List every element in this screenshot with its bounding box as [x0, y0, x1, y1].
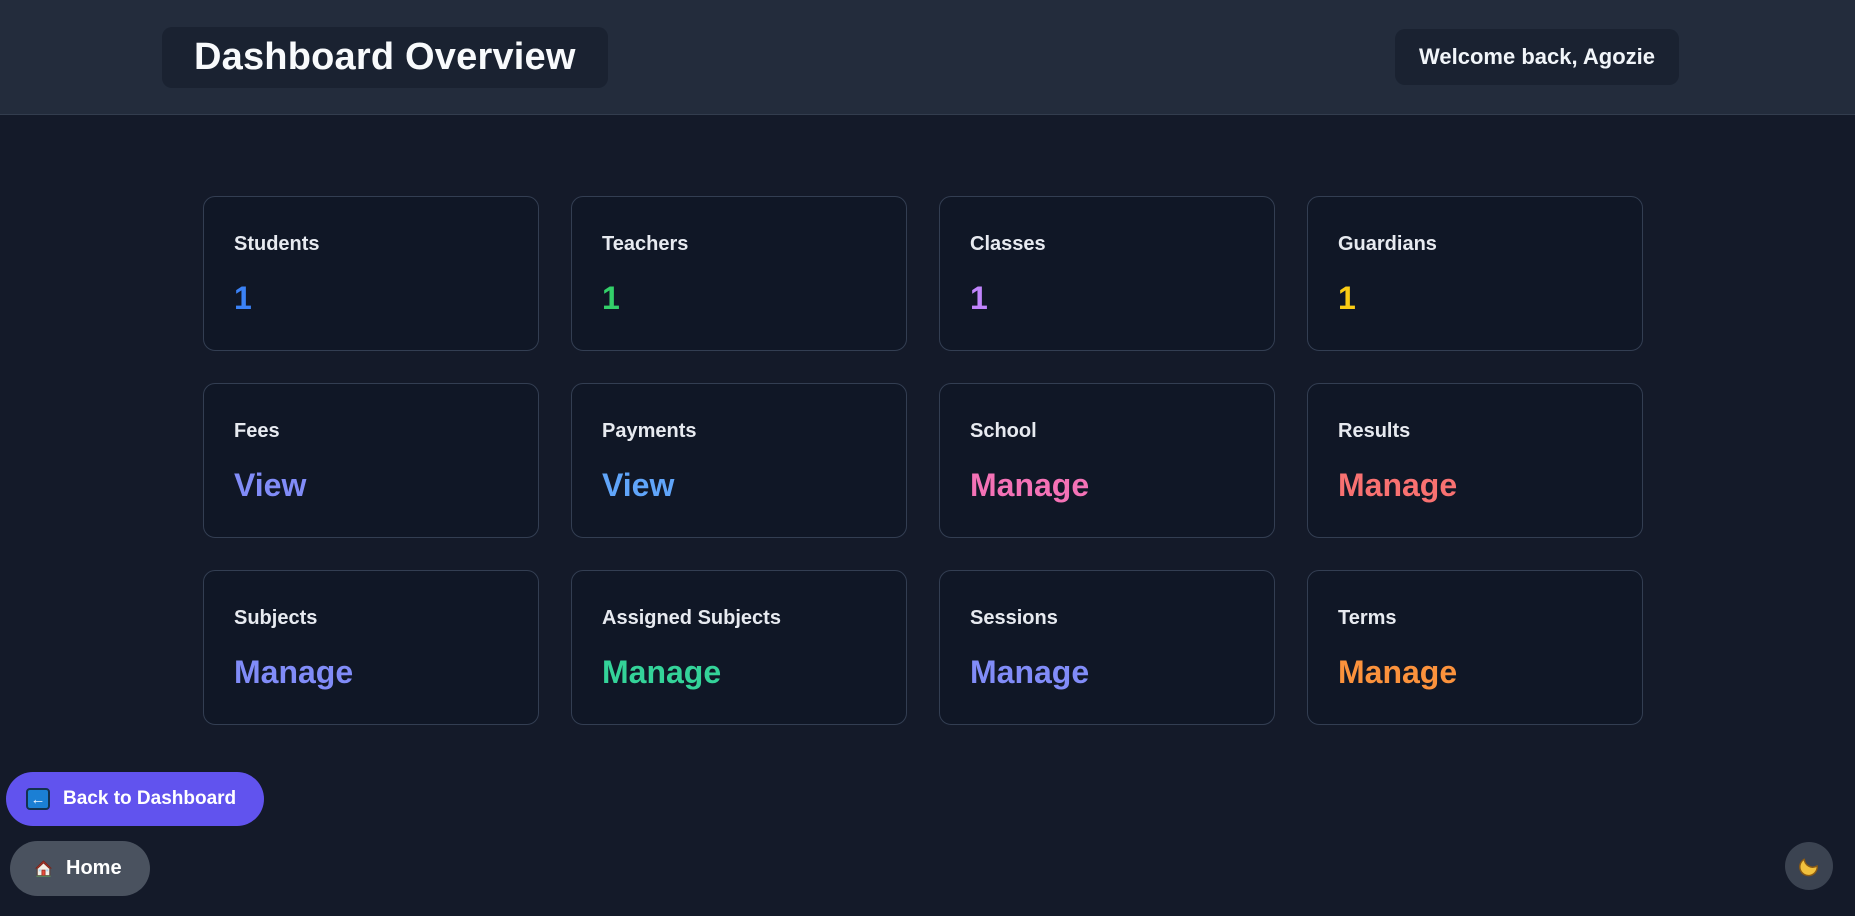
left-arrow-icon: ←: [26, 788, 50, 810]
card-label-classes: Classes: [970, 233, 1046, 255]
card-value-students: 1: [234, 280, 252, 316]
house-icon: [34, 859, 53, 878]
card-label-subjects: Subjects: [234, 607, 318, 629]
card-label-assigned-subjects: Assigned Subjects: [602, 607, 781, 629]
card-label-terms: Terms: [1338, 607, 1397, 629]
page-title: Dashboard Overview: [194, 35, 576, 78]
welcome-banner: Welcome back, Agozie: [1395, 29, 1679, 85]
moon-icon: [1798, 855, 1820, 877]
header: Dashboard Overview Welcome back, Agozie: [0, 0, 1855, 115]
card-value-fees[interactable]: View: [234, 467, 307, 503]
page-title-box: Dashboard Overview: [162, 26, 608, 88]
card-label-school: School: [970, 420, 1037, 442]
card-value-classes: 1: [970, 280, 988, 316]
card-value-terms[interactable]: Manage: [1338, 654, 1458, 690]
card-value-guardians: 1: [1338, 280, 1356, 316]
card-classes: Classes 1: [939, 196, 1275, 351]
card-label-fees: Fees: [234, 420, 280, 442]
card-label-results: Results: [1338, 420, 1411, 442]
card-value-teachers: 1: [602, 280, 620, 316]
card-guardians: Guardians 1: [1307, 196, 1643, 351]
card-label-payments: Payments: [602, 420, 697, 442]
card-label-teachers: Teachers: [602, 233, 689, 255]
home-button[interactable]: Home: [10, 841, 150, 896]
card-value-subjects[interactable]: Manage: [234, 654, 354, 690]
card-value-results[interactable]: Manage: [1338, 467, 1458, 503]
back-to-dashboard-label: Back to Dashboard: [63, 788, 237, 809]
card-label-guardians: Guardians: [1338, 233, 1437, 255]
card-teachers: Teachers 1: [571, 196, 907, 351]
home-label: Home: [66, 857, 122, 879]
card-label-sessions: Sessions: [970, 607, 1058, 629]
card-value-school[interactable]: Manage: [970, 467, 1090, 503]
back-to-dashboard-button[interactable]: ← Back to Dashboard: [6, 772, 265, 826]
card-label-students: Students: [234, 233, 320, 255]
theme-toggle-button[interactable]: [1785, 842, 1833, 890]
card-students: Students 1: [203, 196, 539, 351]
card-value-sessions[interactable]: Manage: [970, 654, 1090, 690]
card-value-payments[interactable]: View: [602, 467, 675, 503]
card-value-assigned-subjects[interactable]: Manage: [602, 654, 722, 690]
